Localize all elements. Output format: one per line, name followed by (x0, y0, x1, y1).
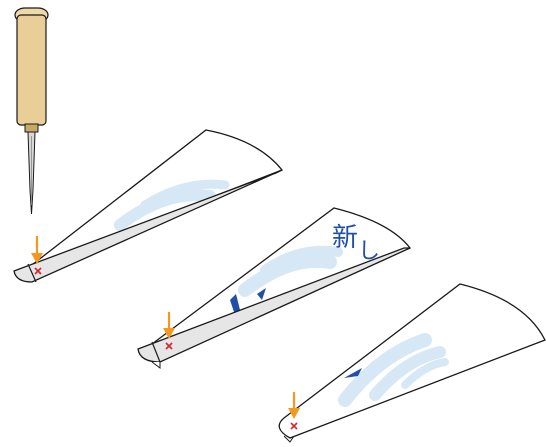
x-mark-icon (165, 342, 173, 350)
x-mark-icon (290, 422, 298, 430)
fan-piece-3 (278, 283, 546, 443)
printed-char-1: 新 (332, 223, 358, 253)
fan-piece-2: 新 し (137, 207, 412, 369)
x-mark-icon (34, 267, 42, 275)
down-arrow-icon (163, 312, 175, 339)
fan-piece-1 (13, 129, 284, 283)
down-arrow-icon (31, 236, 43, 264)
down-arrow-icon (288, 392, 300, 419)
printed-char-2: し (358, 239, 380, 264)
awl-icon (14, 7, 49, 215)
